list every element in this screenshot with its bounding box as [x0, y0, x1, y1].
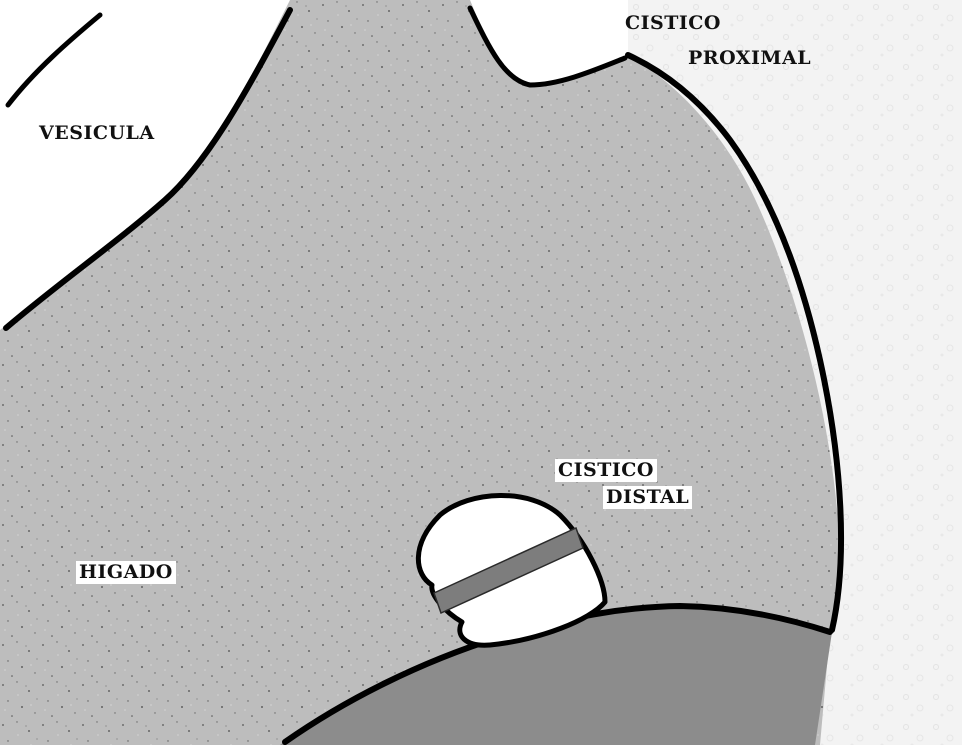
label-cistico-distal-line2: DISTAL	[603, 486, 692, 509]
label-cistico-distal-line1: CISTICO	[555, 459, 657, 482]
label-vesicula: VESICULA	[36, 122, 158, 145]
label-cistico-proximal-line1: CISTICO	[622, 12, 724, 35]
label-cistico-proximal-line2: PROXIMAL	[685, 47, 814, 70]
label-higado: HIGADO	[76, 561, 176, 584]
